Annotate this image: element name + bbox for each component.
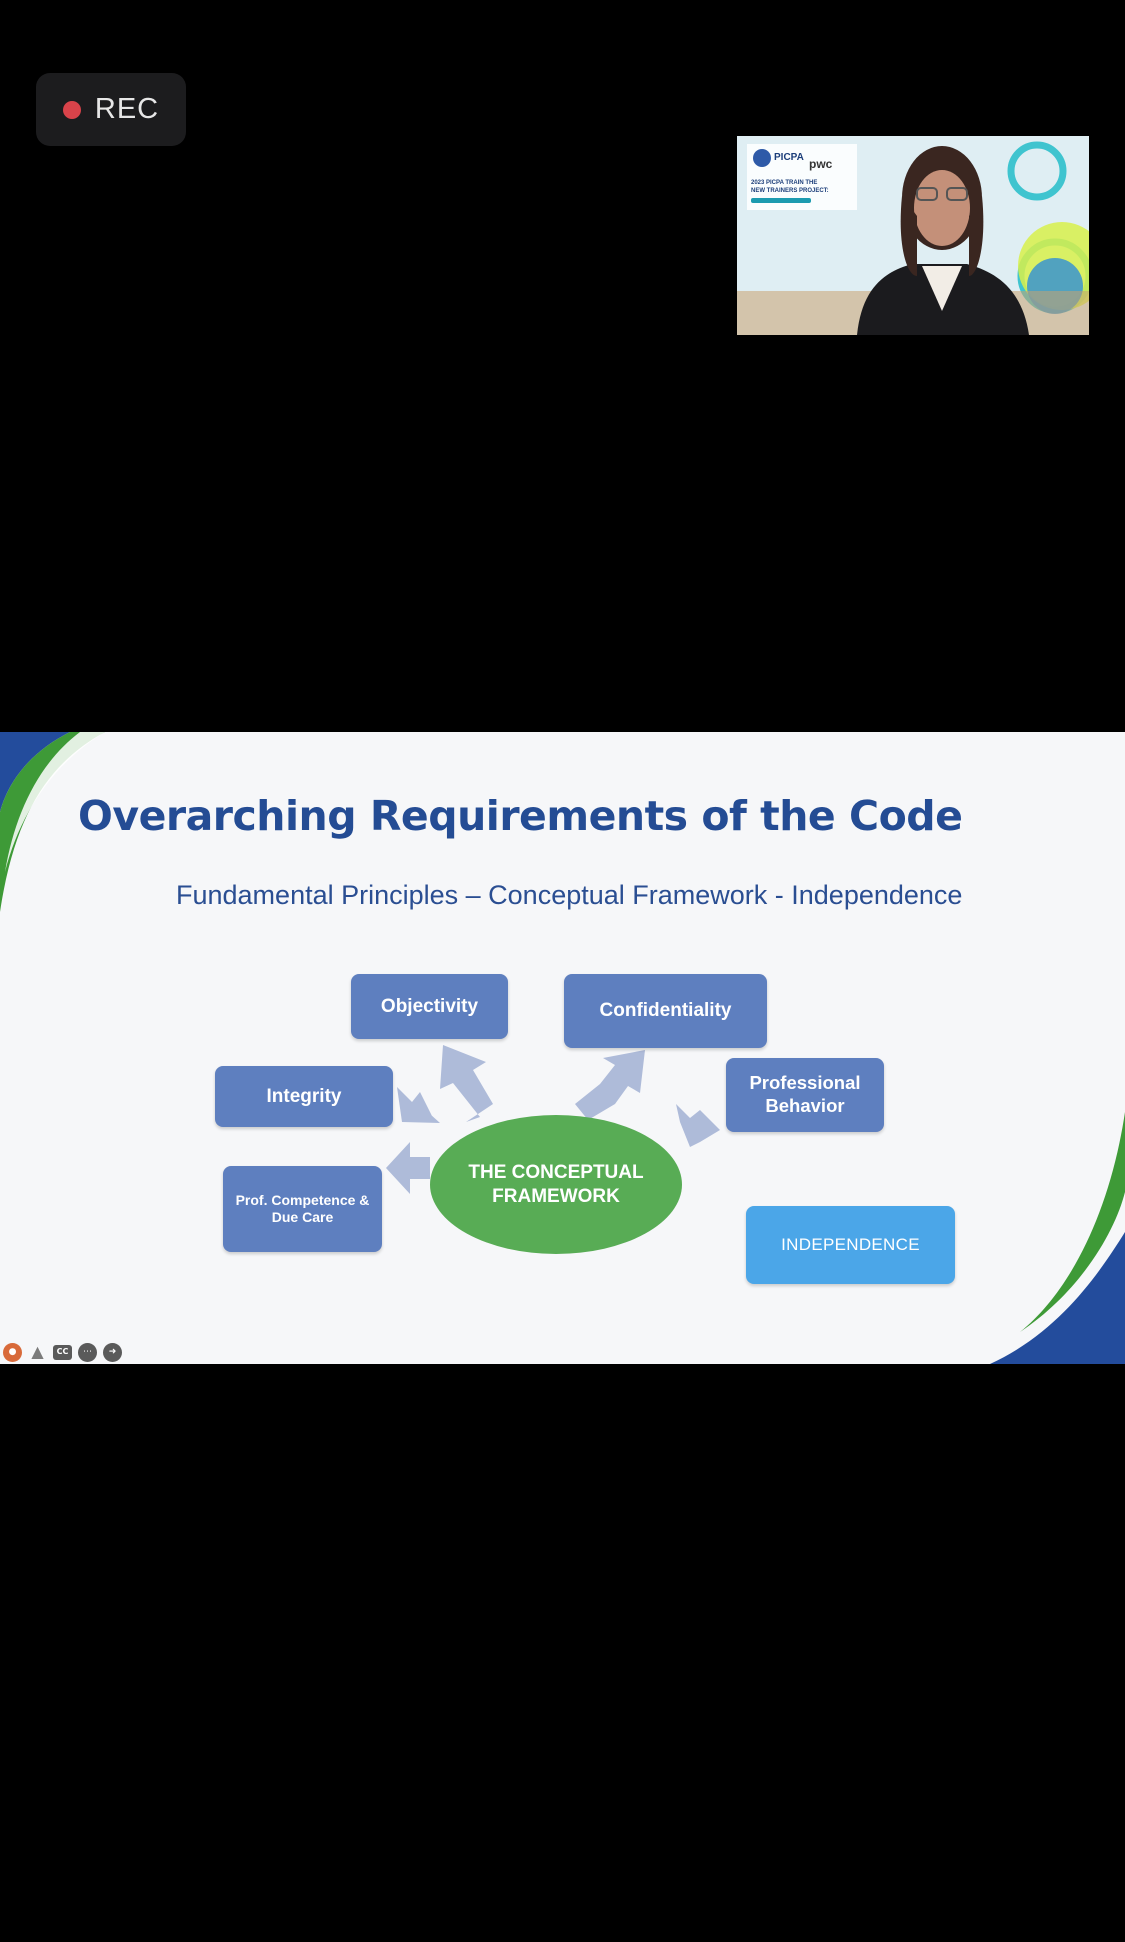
conceptual-framework: THE CONCEPTUAL FRAMEWORK: [430, 1115, 682, 1254]
principle-confidentiality: Confidentiality: [564, 974, 767, 1048]
captions-icon[interactable]: CC: [53, 1344, 72, 1360]
principle-objectivity: Objectivity: [351, 974, 508, 1039]
video-controls: ● ▲ CC ⋯ ➜: [3, 1342, 122, 1362]
presenter-video-icon: PICPA pwc 2023 PICPA TRAIN THE NEW TRAIN…: [737, 136, 1089, 335]
banner-line-2: NEW TRAINERS PROJECT:: [751, 188, 829, 194]
banner-org: PICPA: [774, 152, 804, 163]
person-icon[interactable]: ▲: [31, 1342, 44, 1361]
presentation-slide: Overarching Requirements of the Code Fun…: [0, 732, 1125, 1364]
record-dot-icon: [62, 100, 81, 119]
banner-partner: pwc: [809, 157, 833, 171]
next-icon[interactable]: ➜: [103, 1342, 122, 1362]
principle-integrity: Integrity: [215, 1066, 393, 1127]
principle-prof-competence: Prof. Competence & Due Care: [223, 1166, 382, 1252]
slide-title: Overarching Requirements of the Code: [78, 792, 963, 840]
record-icon[interactable]: ●: [3, 1342, 22, 1362]
speaker-video[interactable]: PICPA pwc 2023 PICPA TRAIN THE NEW TRAIN…: [737, 136, 1089, 335]
banner-line-1: 2023 PICPA TRAIN THE: [751, 180, 817, 186]
recording-indicator: REC: [36, 73, 186, 146]
independence-box: INDEPENDENCE: [746, 1206, 955, 1284]
recording-label: REC: [94, 93, 160, 125]
principle-professional-behavior: Professional Behavior: [726, 1058, 884, 1132]
slide-subtitle: Fundamental Principles – Conceptual Fram…: [176, 880, 963, 910]
more-icon[interactable]: ⋯: [78, 1342, 97, 1362]
